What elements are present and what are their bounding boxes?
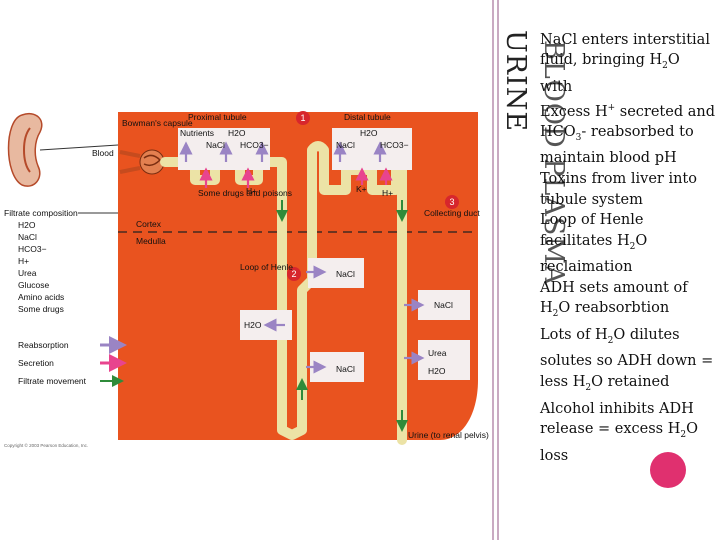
- legend-reabsorption-label: Reabsorption: [18, 340, 69, 350]
- bullet-item: Loop of Henle facilitates H2O reclaimati…: [540, 212, 648, 276]
- slide-frame-line-right: [497, 0, 499, 540]
- label-h2o-collecting: H2O: [428, 366, 446, 376]
- bullet-list: NaCl enters interstitial fluid, bringing…: [540, 26, 715, 466]
- label-distal-tubule: Distal tubule: [344, 112, 391, 122]
- label-nacl-loop-upper: NaCl: [336, 269, 355, 279]
- label-nutrients: Nutrients: [180, 128, 214, 138]
- label-collecting-duct: Collecting duct: [424, 208, 480, 218]
- filtrate-item: HCO3−: [18, 244, 47, 254]
- bullet-item: Alcohol inhibits ADH release = excess H2…: [540, 400, 698, 464]
- label-k-plus: K+: [356, 184, 367, 194]
- filtrate-item: H2O: [18, 220, 36, 230]
- kidney-icon: [7, 113, 43, 187]
- label-h2o-proximal: H2O: [228, 128, 246, 138]
- box-collecting-urea: [418, 340, 470, 380]
- legend-filtrate-movement-label: Filtrate movement: [18, 376, 87, 386]
- filtrate-item: NaCl: [18, 232, 37, 242]
- filtrate-item: Amino acids: [18, 292, 64, 302]
- vertical-title-urine: URINE: [500, 30, 531, 133]
- nephron-diagram: 1 2 3 Proximal tubule Distal tubule Bowm…: [4, 111, 489, 448]
- bullet-item: NaCl enters interstitial fluid, bringing…: [540, 31, 710, 95]
- label-nacl-proximal: NaCl: [206, 140, 225, 150]
- filtrate-flow-arrows: [276, 200, 408, 432]
- box-collecting-nacl: [418, 290, 470, 320]
- kidney-pointer-line: [39, 144, 119, 151]
- label-nacl-loop-lower: NaCl: [336, 364, 355, 374]
- label-h-plus-proximal: H+: [246, 186, 257, 196]
- label-h-plus-distal: H+: [382, 188, 393, 198]
- filtrate-item: H+: [18, 256, 29, 266]
- secretion-arrows: [199, 167, 393, 188]
- label-hco3-distal: HCO3−: [380, 140, 409, 150]
- legend-secretion-label: Secretion: [18, 358, 54, 368]
- label-cortex: Cortex: [136, 219, 162, 229]
- label-proximal-tubule: Proximal tubule: [188, 112, 247, 122]
- filtrate-item: Some drugs: [18, 304, 64, 314]
- step-2-number: 2: [291, 269, 296, 279]
- step-1-circle: [296, 111, 310, 125]
- bullet-item: Toxins from liver into tubule system: [540, 171, 697, 208]
- label-urea: Urea: [428, 348, 447, 358]
- label-some-drugs-and-poisons: Some drugs and poisons: [198, 188, 292, 198]
- step-3-circle: [445, 195, 459, 209]
- filtrate-title: Filtrate composition: [4, 208, 78, 218]
- filtrate-item: Urea: [18, 268, 37, 278]
- label-medulla: Medulla: [136, 236, 166, 246]
- label-hco3-proximal: HCO3−: [240, 140, 269, 150]
- step-2-circle: [287, 267, 301, 281]
- copyright-text: Copyright © 2003 Pearson Education, Inc.: [4, 442, 88, 448]
- vertical-title-blood-plasma: BLOOD PLASMA: [538, 40, 569, 286]
- step-3-number: 3: [449, 197, 454, 207]
- decorative-pink-dot: [650, 452, 686, 488]
- label-loop-of-henle: Loop of Henle: [240, 262, 293, 272]
- filtrate-item: Glucose: [18, 280, 49, 290]
- label-nacl-distal: NaCl: [336, 140, 355, 150]
- label-nacl-collecting: NaCl: [434, 300, 453, 310]
- step-1-number: 1: [300, 113, 305, 123]
- label-h2o-distal: H2O: [360, 128, 378, 138]
- bullet-item: ADH sets amount of H2O reabsorbtion: [540, 279, 688, 320]
- label-blood: Blood: [92, 148, 114, 158]
- bullet-item: Excess H+ secreted and HCO3- reabsorbed …: [540, 102, 715, 167]
- label-urine-to-pelvis: Urine (to renal pelvis): [408, 430, 489, 440]
- label-h2o-loop: H2O: [244, 320, 262, 330]
- bullet-item: Lots of H2O dilutes solutes so ADH down …: [540, 326, 714, 393]
- slide-frame-line-left: [492, 0, 494, 540]
- label-bowmans-capsule: Bowman's capsule: [122, 118, 193, 128]
- reabsorption-arrows: [179, 141, 425, 374]
- glomerulus-icon: [119, 149, 165, 175]
